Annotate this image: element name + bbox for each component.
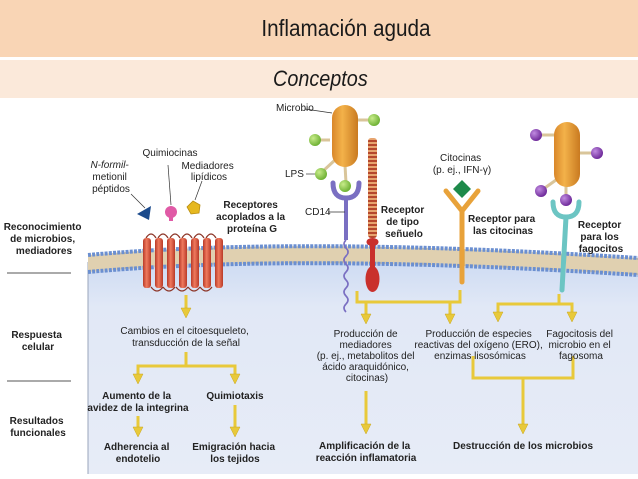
- phagocyte-receptor-label: Receptor para los fagocitos: [578, 220, 624, 255]
- cytokine-receptor: [443, 188, 481, 285]
- chemokines-label: Quimiocinas: [142, 148, 197, 159]
- fmlp-label: N-formil- metionil péptidos: [90, 160, 131, 195]
- row-label-functional-results: Resultados funcionales: [10, 416, 67, 439]
- result-adhesion: Adherencia al endotelio: [104, 442, 172, 465]
- phagocytosis-response: Fagocitosis del microbio en el fagosoma: [546, 329, 615, 362]
- inflammation-diagram: Reconocimiento de microbios, mediadores …: [4, 103, 638, 474]
- result-amplification: Amplificación de la reacción inflamatori…: [316, 441, 417, 464]
- gpcr-receptor: [143, 233, 223, 292]
- decoy-receptor: [365, 138, 380, 292]
- microbe-label: Microbio: [276, 103, 314, 114]
- fmlp-triangle-icon: [137, 206, 151, 220]
- result-emigration: Emigración hacia los tejidos: [192, 442, 278, 465]
- microbe-green: [309, 105, 380, 192]
- cd14-receptor: [330, 180, 362, 313]
- mediators-response: Producción de mediadores (p. ej., metabo…: [317, 329, 418, 384]
- chemotaxis: Quimiotaxis: [206, 391, 264, 402]
- cytokines-label: Citocinas (p. ej., IFN-γ): [433, 153, 491, 176]
- result-destruction: Destrucción de los microbios: [453, 441, 593, 452]
- integrin-avidity: Aumento de la avidez de la integrina: [87, 391, 189, 414]
- lipid-mediators-label: Mediadores lipídicos: [181, 161, 236, 183]
- lipid-mediator-pentagon-icon: [186, 200, 201, 215]
- row-label-recognition: Reconocimiento de microbios, mediadores: [4, 222, 85, 257]
- subtitle-bar: Conceptos: [0, 60, 638, 98]
- microbe-purple: [530, 122, 603, 206]
- cell-cytoplasm: [88, 251, 638, 474]
- chemokine-icon: [165, 206, 177, 221]
- page-title: Inflamación aguda: [261, 15, 431, 41]
- gpcr-label: Receptores acoplados a la proteína G: [216, 200, 288, 235]
- title-bar: Inflamación aguda: [0, 0, 638, 57]
- page-subtitle: Conceptos: [273, 66, 369, 91]
- cytokine-receptor-label: Receptor para las citocinas: [468, 214, 538, 237]
- arrowheads: [132, 307, 578, 438]
- phagocyte-receptor: [550, 199, 582, 293]
- lps-label: LPS: [285, 169, 304, 180]
- row-label-cellular-response: Respuesta celular: [11, 330, 64, 353]
- cytokine-diamond-icon: [453, 180, 471, 198]
- cd14-label: CD14: [305, 207, 331, 218]
- decoy-receptor-label: Receptor de tipo señuelo: [381, 205, 427, 240]
- cytoskeleton-response: Cambios en el citoesqueleto, transducció…: [120, 326, 251, 349]
- ros-response: Producción de especies reactivas del oxí…: [414, 329, 545, 362]
